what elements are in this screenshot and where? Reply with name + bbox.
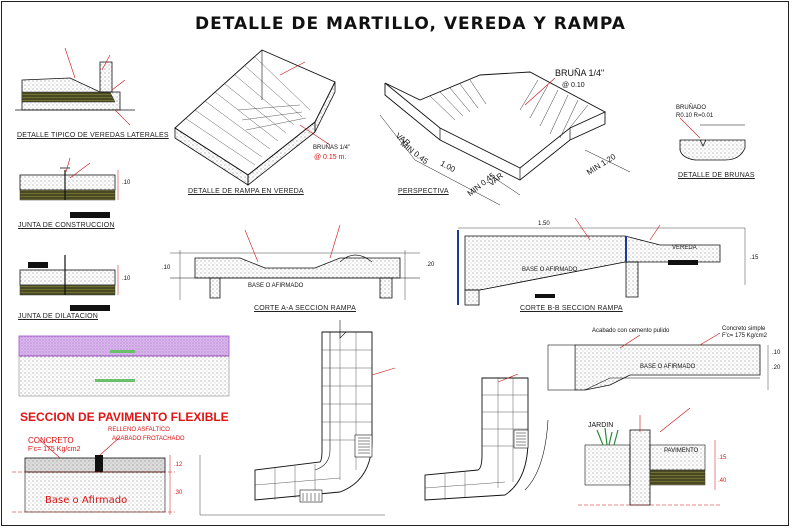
plan-martillo-2 — [424, 373, 549, 501]
label-fc175-right: F'c= 175 Kg/cm2 — [722, 333, 767, 339]
dim-15-bb: .15 — [750, 255, 759, 261]
label-base-afirmado: Base o Afirmado — [45, 495, 128, 506]
label-bruna-detalle: BRUÑADO — [676, 105, 707, 111]
detail-perspectiva — [379, 71, 631, 206]
label-acabado-cemento: Acabado con cemento pulido — [592, 328, 670, 334]
caption-corte-bb: CORTE B-B SECCION RAMPA — [520, 305, 623, 312]
dim-10-dilatacion: .10 — [122, 276, 131, 282]
label-brunas-spacing: @ 0.15 m. — [314, 154, 347, 161]
dim-40-jardin: .40 — [718, 478, 727, 484]
detail-corte-aa — [170, 224, 420, 300]
detail-vereda-lateral — [15, 47, 135, 126]
sheet-title: DETALLE DE MARTILLO, VEREDA Y RAMPA — [195, 14, 626, 34]
pavement-hatch-block — [18, 335, 230, 397]
dim-10-construccion: .10 — [122, 180, 131, 186]
caption-corte-aa: CORTE A-A SECCION RAMPA — [254, 305, 356, 312]
detail-jardin-sardinel — [578, 407, 720, 506]
detail-rampa-vereda — [174, 49, 336, 186]
caption-rampa-vereda: DETALLE DE RAMPA EN VEREDA — [188, 188, 304, 195]
detail-corte-bb — [457, 217, 746, 306]
label-bruna-spacing: @ 0.10 — [562, 82, 585, 89]
dim-10-right: .10 — [772, 350, 781, 356]
caption-vereda-lateral: DETALLE TIPICO DE VEREDAS LATERALES — [17, 132, 169, 139]
detail-brunas — [679, 117, 746, 161]
plan-martillo-1 — [199, 320, 396, 516]
detail-junta-construccion — [19, 157, 119, 218]
dim-30-pav: .30 — [174, 490, 183, 496]
label-concreto-simple: Concreto simple — [722, 326, 766, 332]
label-jardin: JARDIN — [588, 422, 614, 429]
dim-15-jardin: .15 — [718, 455, 727, 461]
label-bruna-r: R0.10 R=0.01 — [676, 113, 714, 119]
label-fc175: F'c= 175 Kg/cm2 — [28, 446, 81, 453]
dim-12-pav: .12 — [174, 462, 183, 468]
caption-junta-construccion: JUNTA DE CONSTRUCCION — [18, 222, 115, 229]
caption-brunas: DETALLE DE BRUNAS — [678, 172, 755, 179]
dim-20-aa: .20 — [426, 262, 435, 268]
label-bruna-perspectiva: BRUÑA 1/4" — [555, 68, 605, 78]
label-brunas-left: BRUÑAS 1/4" — [313, 145, 351, 151]
dim-10-aa: .10 — [162, 265, 171, 271]
label-acabado-frotachado: ACABADO FROTACHADO — [112, 436, 185, 442]
dim-150-bb: 1.50 — [538, 221, 550, 227]
label-relleno-asfaltico: RELLENO ASFALTICO — [108, 427, 170, 433]
label-vereda-bb: VEREDA — [672, 245, 697, 251]
detail-junta-dilatacion — [19, 255, 119, 311]
label-base-afirmado-right: BASE O AFIRMADO — [640, 364, 696, 370]
dim-20-right: .20 — [772, 365, 781, 371]
label-base-afirmado-aa: BASE O AFIRMADO — [248, 283, 304, 289]
detail-seccion-vereda — [547, 332, 769, 391]
caption-perspectiva: PERSPECTIVA — [398, 188, 449, 195]
caption-pavimento-flexible: SECCION DE PAVIMENTO FLEXIBLE — [20, 410, 229, 424]
label-pavimento: PAVIMENTO — [664, 448, 699, 454]
detail-pavimento-flexible — [12, 436, 175, 515]
caption-junta-dilatacion: JUNTA DE DILATACION — [18, 313, 99, 320]
label-base-afirmado-bb: BASE O AFIRMADO — [522, 267, 578, 273]
label-concreto: CONCRETO — [28, 436, 74, 445]
